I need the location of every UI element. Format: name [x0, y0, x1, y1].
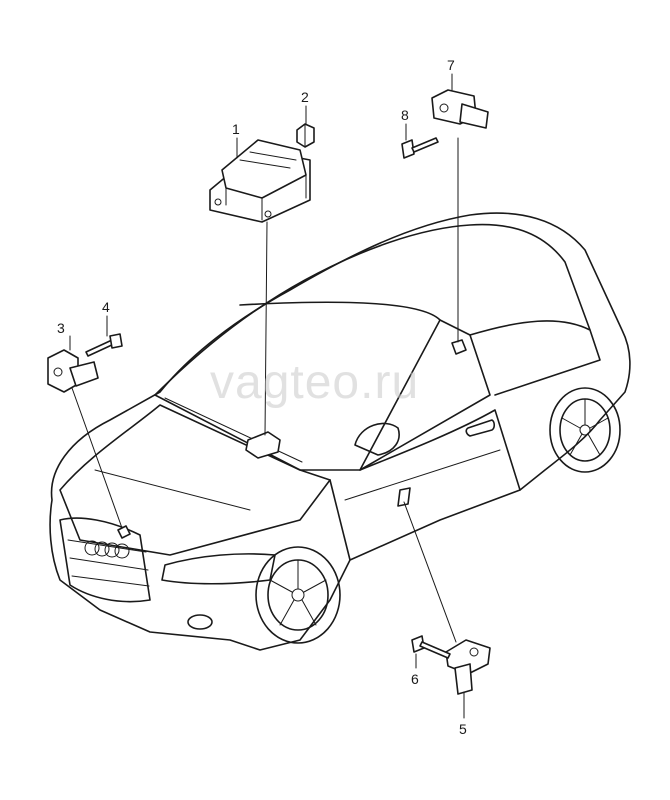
leader-lines — [69, 73, 465, 719]
sensor-bolt-front — [85, 333, 123, 357]
callout-8: 8 — [401, 107, 409, 123]
side-sensor-mounting-location — [397, 487, 411, 507]
callout-4: 4 — [102, 299, 110, 315]
callout-2: 2 — [301, 89, 309, 105]
sensor-bolt-side — [411, 635, 451, 659]
callout-3: 3 — [57, 320, 65, 336]
hex-nut — [296, 123, 315, 148]
sensor-bolt-rear — [401, 137, 439, 159]
callout-5: 5 — [459, 721, 467, 737]
callout-6: 6 — [411, 671, 419, 687]
side-crash-sensor — [445, 639, 491, 695]
front-sensor-mounting-location — [117, 525, 131, 539]
callout-labels: 1 2 3 4 5 6 7 8 — [57, 57, 467, 737]
callout-1: 1 — [232, 121, 240, 137]
watermark: vagteo.ru — [210, 356, 419, 409]
car-illustration — [49, 212, 631, 651]
rear-crash-sensor — [431, 89, 489, 129]
airbag-control-unit — [209, 139, 311, 223]
rear-sensor-mounting-location — [451, 339, 467, 355]
callout-7: 7 — [447, 57, 455, 73]
front-crash-sensor — [47, 349, 99, 393]
control-unit-mounting-location — [245, 431, 281, 459]
